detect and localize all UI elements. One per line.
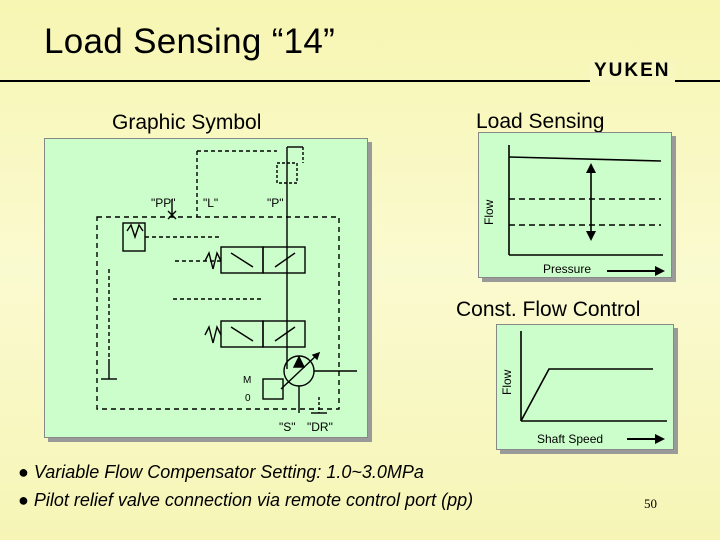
bullet-item-2: ● Pilot relief valve connection via remo… xyxy=(18,490,474,510)
bullet-text-2: Pilot relief valve connection via remote… xyxy=(33,490,474,510)
load-sensing-chart-panel: Flow Pressure xyxy=(478,132,672,278)
hydraulic-schematic: "PP" "L" "P" "S" "DR" M 0 xyxy=(96,146,357,434)
load-sensing-x-label: Pressure xyxy=(543,262,591,276)
flow-curve xyxy=(520,368,653,422)
pilot-relief xyxy=(122,222,146,252)
flow-valve-right xyxy=(262,320,306,348)
slide-title: Load Sensing “14” xyxy=(44,22,336,61)
port-label-p: "P" xyxy=(267,196,284,210)
motor-label-0: 0 xyxy=(245,393,251,404)
compensator-valve-right xyxy=(262,246,306,274)
bullet-item-1: ● Variable Flow Compensator Setting: 1.0… xyxy=(18,462,424,482)
page-number: 50 xyxy=(644,496,657,511)
const-flow-y-label: Flow xyxy=(500,369,514,395)
bullet-text-1: Variable Flow Compensator Setting: 1.0~3… xyxy=(33,462,424,482)
load-sensing-y-label: Flow xyxy=(482,199,496,225)
relief-valve xyxy=(276,162,298,184)
port-label-dr: "DR" xyxy=(307,420,333,434)
yuken-logo: YUKEN xyxy=(590,60,675,82)
hydraulic-schematic-panel: "PP" "L" "P" "S" "DR" M 0 xyxy=(44,138,368,438)
const-flow-chart: Flow Shaft Speed xyxy=(500,331,667,446)
port-label-l: "L" xyxy=(203,196,218,210)
port-label-s: "S" xyxy=(279,420,296,434)
unit-boundary xyxy=(96,216,340,410)
load-sensing-heading: Load Sensing xyxy=(476,110,605,133)
motor-symbol xyxy=(262,378,284,400)
graphic-symbol-heading: Graphic Symbol xyxy=(112,111,262,134)
title-rule xyxy=(0,80,720,82)
motor-label-m: M xyxy=(243,375,251,386)
load-sensing-chart: Flow Pressure xyxy=(482,145,665,276)
upper-flow-line xyxy=(508,156,662,162)
const-flow-x-label: Shaft Speed xyxy=(537,432,603,446)
const-flow-chart-panel: Flow Shaft Speed xyxy=(496,324,674,450)
port-label-pp: "PP" xyxy=(151,196,176,210)
const-flow-heading: Const. Flow Control xyxy=(456,298,641,321)
